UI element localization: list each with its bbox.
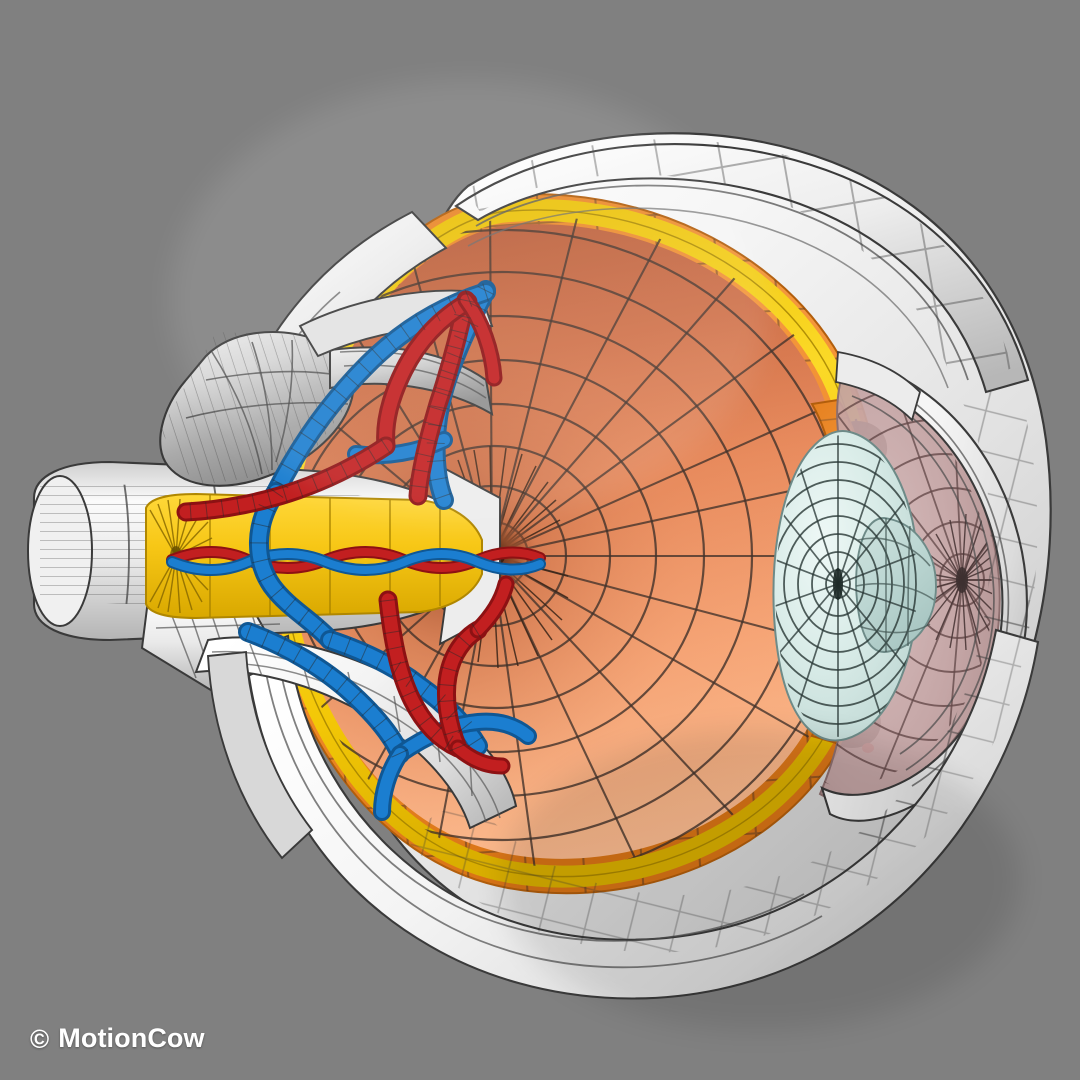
sclera-front-band	[835, 350, 922, 422]
ambient-shading	[170, 80, 1020, 1030]
sclera-cut-edge-lower-left	[207, 650, 314, 860]
lens	[772, 430, 937, 742]
central-retinal-vessels	[166, 546, 546, 576]
